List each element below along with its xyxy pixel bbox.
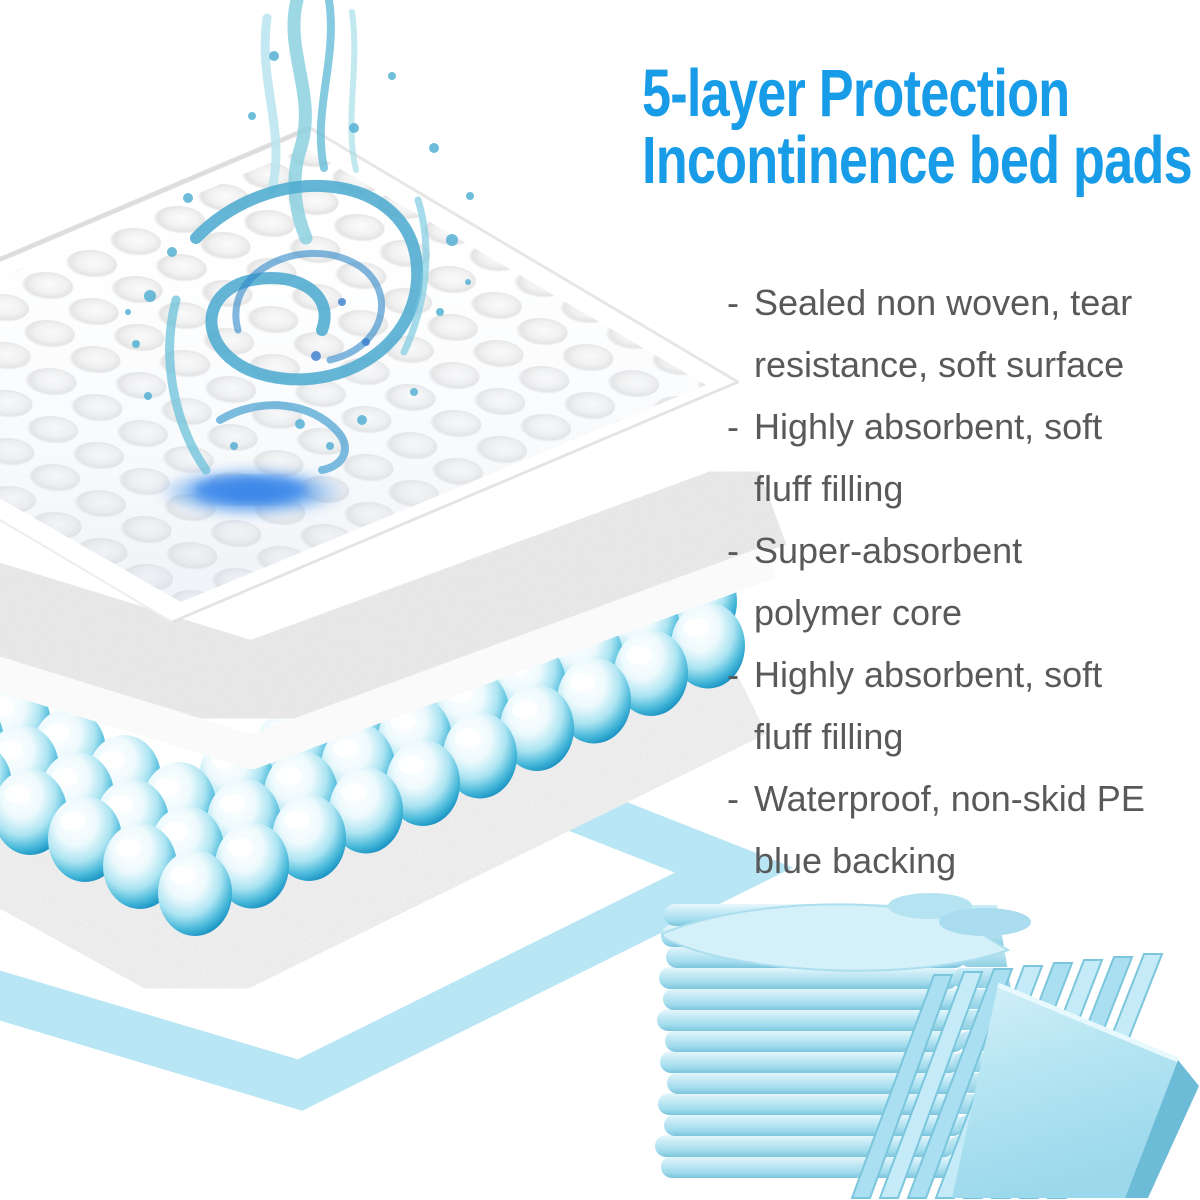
puddle-spot	[157, 466, 347, 518]
feature-text: Highly absorbent, soft fluff filling	[754, 654, 1103, 757]
feature-list: - Sealed non woven, tear resistance, sof…	[727, 272, 1163, 892]
headline-line-2: Incontinence bed pads	[642, 123, 1193, 198]
feature-item: - Waterproof, non-skid PE blue backing	[727, 768, 1163, 892]
feature-item: - Highly absorbent, soft fluff filling	[727, 644, 1163, 768]
feature-text: Highly absorbent, soft fluff filling	[754, 406, 1103, 509]
bullet-dash: -	[727, 282, 739, 323]
pads-stack-photo	[655, 875, 1199, 1200]
fluff-layer-2	[0, 626, 767, 1008]
blue-backing-outline	[0, 777, 794, 1111]
bullet-dash: -	[727, 778, 739, 819]
headline-line-1: 5-layer Protection	[642, 56, 1070, 131]
feature-item: - Highly absorbent, soft fluff filling	[727, 396, 1163, 520]
bullet-dash: -	[727, 530, 739, 571]
feature-item: - Super-absorbent polymer core	[727, 520, 1163, 644]
feature-text: Super-absorbent polymer core	[754, 530, 1023, 633]
headline: 5-layer Protection Incontinence bed pads	[642, 60, 1200, 194]
water-splash-icon	[125, 0, 474, 475]
fanned-pads	[850, 953, 1199, 1199]
fluff-layer	[0, 455, 787, 769]
feature-text: Sealed non woven, tear resistance, soft …	[754, 282, 1133, 385]
feature-text: Waterproof, non-skid PE blue backing	[754, 778, 1145, 881]
feature-item: - Sealed non woven, tear resistance, sof…	[727, 272, 1163, 396]
bullet-dash: -	[727, 406, 739, 447]
bullet-dash: -	[727, 654, 739, 695]
